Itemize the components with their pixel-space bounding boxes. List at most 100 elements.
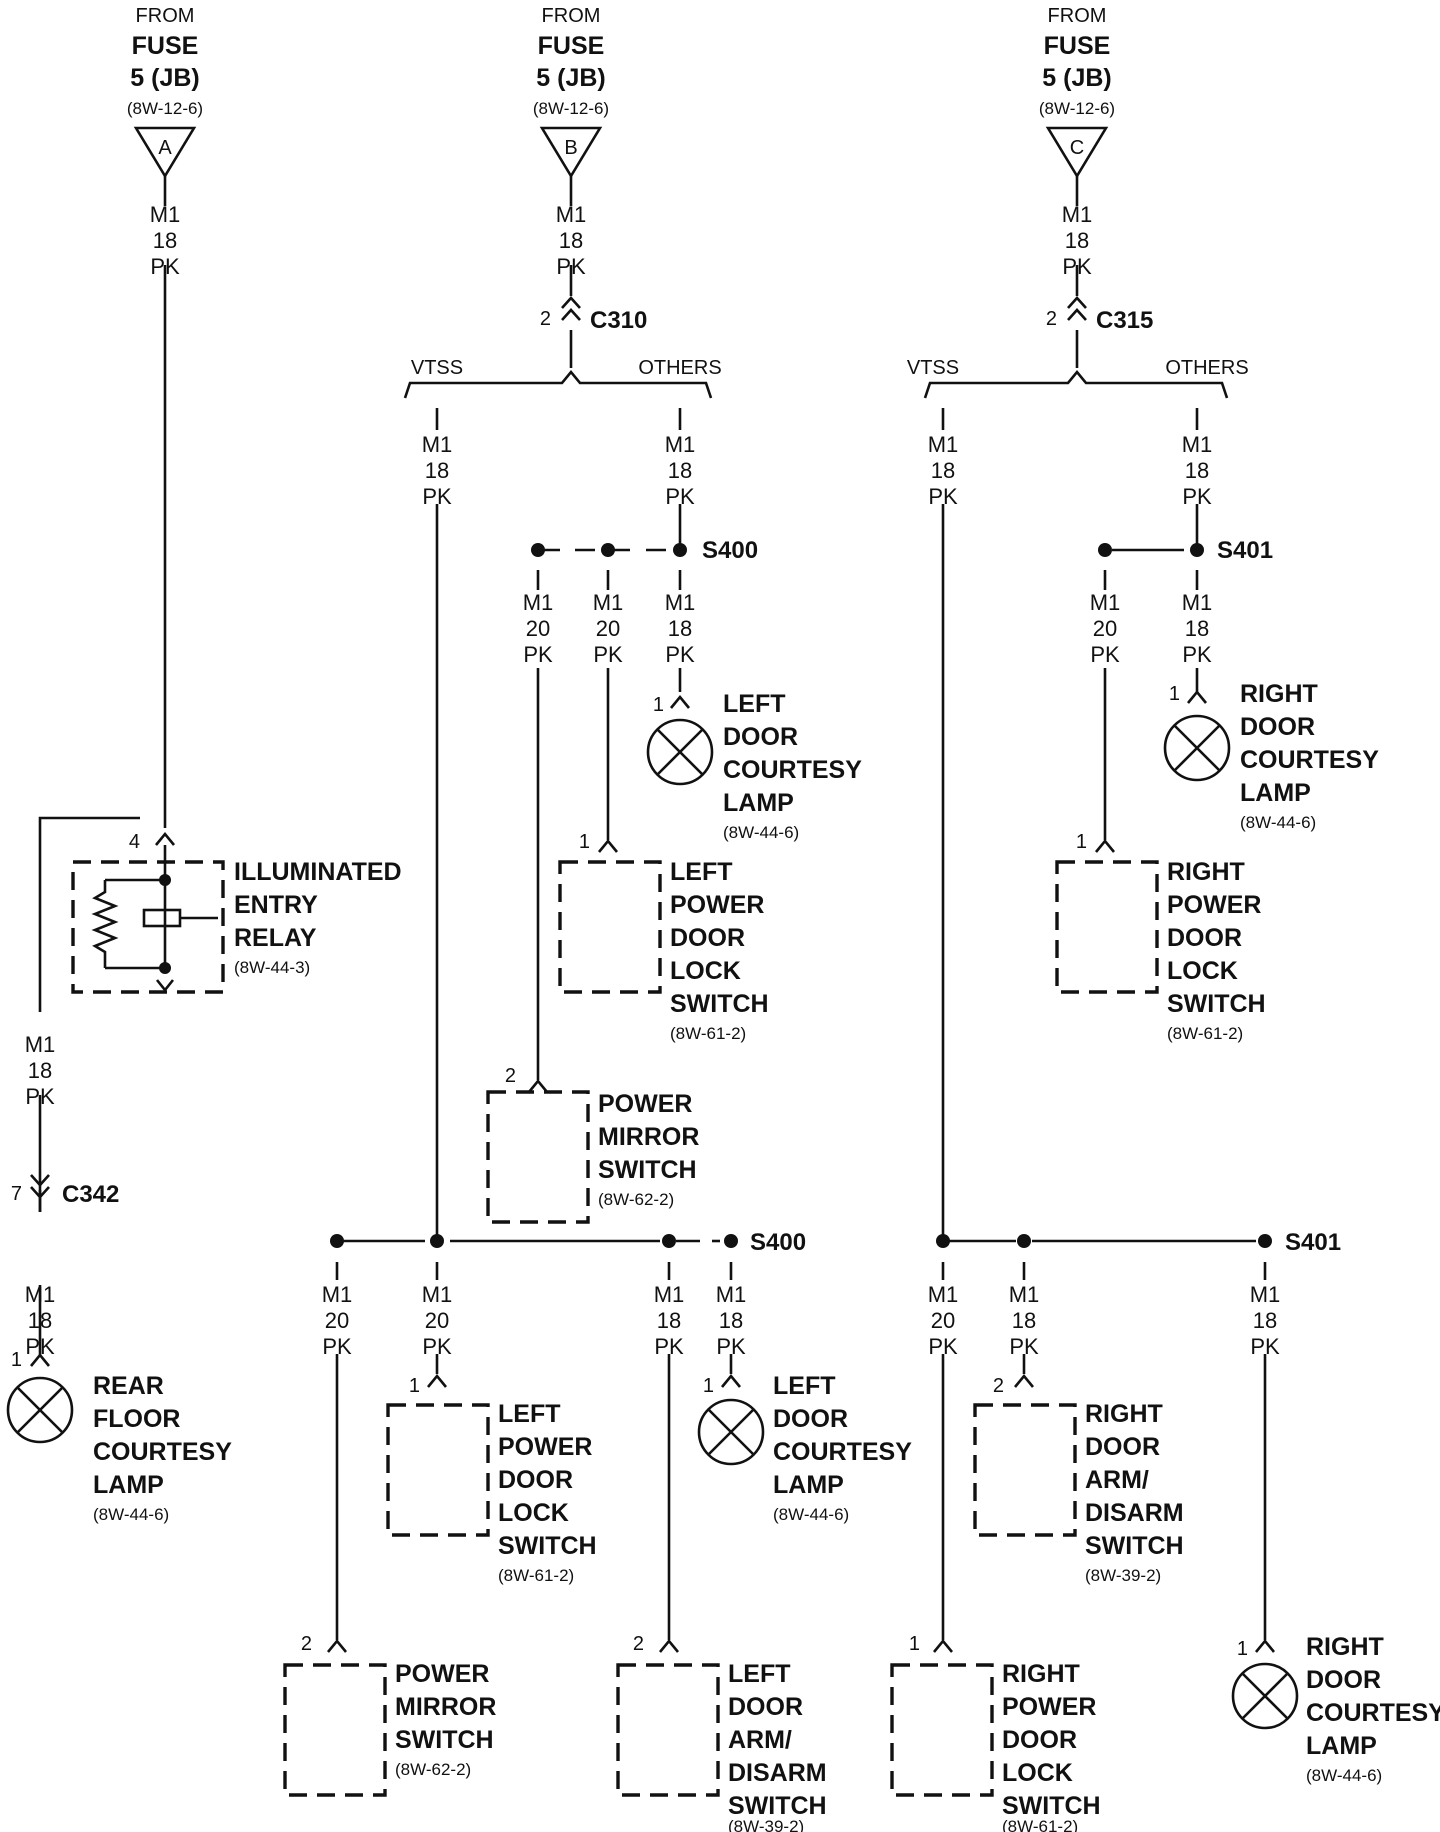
wire-code-label: 18 [28,1308,52,1333]
component-ref: (8W-61-2) [1002,1817,1078,1832]
component-label: FLOOR [93,1405,181,1433]
left-door-courtesy-lamp: 1 LEFT DOOR COURTESY LAMP (8W-44-6) [646,690,862,842]
pin-number: 1 [703,1375,714,1397]
splice-label-s400: S400 [702,537,758,564]
fuse-label: FUSE [132,32,199,60]
component-label: LOCK [1002,1759,1073,1787]
connector-pin: 2 [540,308,551,330]
power-mirror-switch-lower: 2 POWER MIRROR SWITCH (8W-62-2) [283,1633,496,1797]
resistor-icon [91,880,119,968]
wire-code-label: 18 [1012,1308,1036,1333]
component-label: COURTESY [1306,1699,1440,1727]
pin-number: 1 [409,1375,420,1397]
source-id: B [564,137,577,159]
pin-arrow-icon [1013,1373,1035,1388]
wire-code-label: 18 [28,1058,52,1083]
switch-box [890,1663,994,1797]
switch-box [283,1663,387,1797]
left-door-courtesy-lamp-lower: 1 LEFT DOOR COURTESY LAMP (8W-44-6) [697,1372,912,1524]
wire-code-label: PK [1062,254,1092,279]
component-ref: (8W-44-6) [1306,1766,1382,1785]
pin-arrow-icon [597,838,619,853]
pin-arrow-icon [29,1352,51,1367]
connector-name: C342 [62,1181,119,1208]
switch-box [386,1403,490,1537]
wire-code-label: PK [322,1334,352,1359]
fuse-source-a: FROM FUSE 5 (JB) (8W-12-6) A [127,5,203,179]
connector-c315: 2 C315 [1046,296,1153,334]
wire-code-label: PK [1009,1334,1039,1359]
lamp-icon [697,1398,765,1466]
wire-code-label: M1 [654,1282,685,1307]
pin-number: 1 [653,694,664,716]
from-label: FROM [542,5,601,27]
component-ref: (8W-44-6) [1240,813,1316,832]
connector-pin: 7 [11,1183,22,1205]
switch-box [973,1403,1077,1537]
splice-dot [1258,1234,1272,1248]
component-label: LAMP [93,1471,164,1499]
fuse-number: 5 (JB) [536,64,605,92]
option-others: OTHERS [638,357,721,379]
source-triangle-icon [133,126,197,179]
component-ref: (8W-62-2) [395,1760,471,1779]
switch-box [486,1090,590,1224]
wire-code-label: 20 [596,616,620,641]
wire-code-label: M1 [422,1282,453,1307]
left-power-door-lock-switch: 1 LEFT POWER DOOR LOCK SWITCH (8W-61-2) [558,831,769,1043]
pin-arrow-icon [658,1638,680,1653]
wire-code-label: PK [593,642,623,667]
component-label: SWITCH [1002,1792,1101,1820]
wire-code-label: M1 [25,1282,56,1307]
wire-code-label: M1 [422,432,453,457]
right-power-door-lock-switch-lower: 1 RIGHT POWER DOOR LOCK SWITCH (8W-61-2) [890,1633,1101,1832]
splice-dot [1017,1234,1031,1248]
component-label: POWER [1167,891,1261,919]
switch-box [616,1663,720,1797]
pin-arrow-icon [1186,689,1208,704]
power-mirror-switch: 2 POWER MIRROR SWITCH (8W-62-2) [486,1065,699,1224]
connector-name: C315 [1096,307,1153,334]
wire-code-label: 20 [526,616,550,641]
fuse-ref: (8W-12-6) [1039,99,1115,118]
wire-code-label: M1 [716,1282,747,1307]
component-label: LEFT [670,858,733,886]
component-label: COURTESY [1240,746,1379,774]
component-label: COURTESY [93,1438,232,1466]
wire-code-label: M1 [1062,202,1093,227]
right-door-courtesy-lamp-lower: 1 RIGHT DOOR COURTESY LAMP (8W-44-6) [1231,1633,1440,1785]
pin-number: 1 [11,1349,22,1371]
pin-arrow-icon [155,979,175,993]
wire-code-label: PK [928,484,958,509]
component-label: SWITCH [1167,990,1266,1018]
splice-label-s401: S401 [1217,537,1273,564]
wire-code-label: M1 [1250,1282,1281,1307]
component-label: DOOR [1085,1433,1160,1461]
lamp-icon [6,1376,74,1444]
component-label: LEFT [723,690,786,718]
fuse-ref: (8W-12-6) [127,99,203,118]
source-id: A [158,137,172,159]
wire-code-label: PK [928,1334,958,1359]
component-label: POWER [498,1433,592,1461]
component-ref: (8W-39-2) [1085,1566,1161,1585]
source-triangle-icon [1045,126,1109,179]
lamp-icon [1163,714,1231,782]
component-label: COURTESY [773,1438,912,1466]
component-ref: (8W-62-2) [598,1190,674,1209]
component-label: DOOR [1306,1666,1381,1694]
component-label: DOOR [728,1693,803,1721]
splice-dots [330,543,1272,1248]
left-power-door-lock-switch-lower: 1 LEFT POWER DOOR LOCK SWITCH (8W-61-2) [386,1373,597,1585]
pin-arrow-icon [154,831,176,846]
component-label: POWER [670,891,764,919]
wire-code-label: 18 [559,228,583,253]
component-label: LOCK [1167,957,1238,985]
component-label: RIGHT [1167,858,1245,886]
lamp-icon [1231,1662,1299,1730]
fuse-source-b: FROM FUSE 5 (JB) (8W-12-6) B [533,5,609,179]
component-label: DOOR [670,924,745,952]
from-label: FROM [1048,5,1107,27]
component-ref: (8W-61-2) [498,1566,574,1585]
